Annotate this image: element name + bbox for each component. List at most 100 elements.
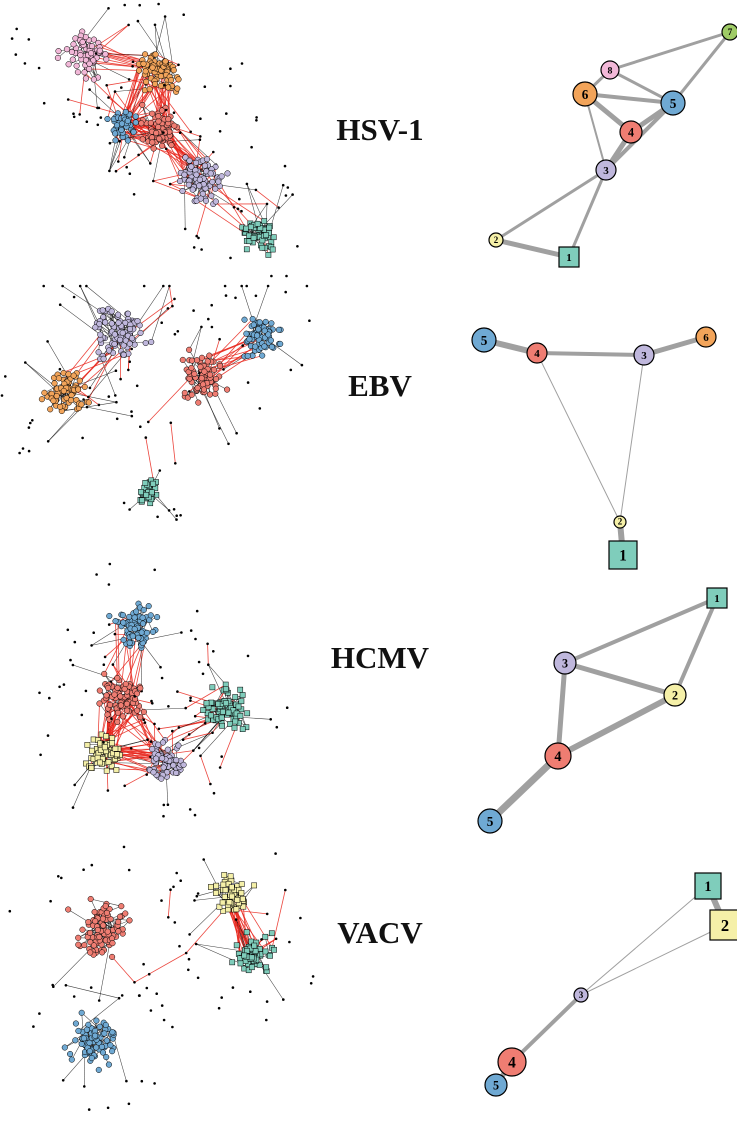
within-cluster-edge [81,1012,105,1034]
protein-node [88,43,96,50]
peripheral-node [218,337,221,341]
protein-node [131,614,138,621]
protein-node [139,136,146,143]
peripheral-node [169,888,172,891]
peripheral-node [158,469,162,472]
protein-node [54,54,61,61]
peripheral-node [144,436,148,439]
peripheral-node [160,1004,164,1007]
peripheral-node [194,942,198,946]
protein-node [168,142,175,149]
peripheral-node [82,398,85,401]
peripheral-node [285,706,289,709]
within-cluster-edge [246,183,270,234]
peripheral-node [197,236,200,240]
peripheral-node [189,629,193,632]
peripheral-node [119,377,122,381]
peripheral-node [58,685,61,689]
peripheral-node [83,1085,86,1088]
protein-node [145,603,152,610]
protein-node [108,763,115,769]
peripheral-node [117,996,121,1000]
peripheral-node [15,27,18,31]
between-cluster-edge [162,719,216,743]
peripheral-node [258,407,262,410]
peripheral-node [49,899,52,903]
protein-node [254,220,261,227]
peripheral-node [246,381,250,384]
protein-node [262,948,269,955]
between-cluster-edge [77,351,122,390]
within-cluster-edge [62,285,101,312]
protein-node [124,310,132,317]
between-cluster-edge [196,181,213,237]
peripheral-node [120,86,123,89]
meta-node-label: 7 [728,27,733,37]
protein-node [68,1056,75,1063]
protein-node [245,967,252,974]
meta-edge-1-3 [567,168,608,259]
peripheral-node [128,508,131,511]
protein-node [180,761,187,768]
protein-node [162,58,169,65]
protein-node [271,946,277,953]
protein-node [157,82,164,89]
protein-node [223,700,229,707]
protein-node [117,702,125,709]
peripheral-node [184,951,188,955]
protein-node [122,337,129,344]
peripheral-node [97,999,101,1002]
protein-node [115,928,122,935]
protein-node [244,947,250,954]
protein-node [216,903,223,910]
protein-node [237,686,244,693]
protein-node [262,933,269,940]
network-vacv [8,845,315,1111]
within-cluster-edge [188,326,202,350]
peripheral-node [167,509,171,512]
peripheral-node [265,1000,269,1003]
peripheral-node [238,197,241,201]
peripheral-node [136,19,140,23]
peripheral-node [157,2,160,6]
peripheral-node [127,78,131,81]
protein-node [103,692,110,699]
peripheral-node [107,7,110,10]
peripheral-node [284,888,287,892]
peripheral-node [198,371,201,375]
protein-node [57,403,64,410]
protein-node [254,332,261,339]
peripheral-node [21,447,25,450]
peripheral-node [42,284,45,288]
protein-node [81,942,88,949]
peripheral-node [198,138,202,141]
protein-node [155,123,162,131]
protein-node [103,56,110,63]
peripheral-node [157,727,161,731]
peripheral-node [164,147,168,151]
peripheral-node [206,642,209,646]
peripheral-node [217,1006,221,1010]
peripheral-node [138,3,141,7]
peripheral-node [178,131,182,134]
peripheral-node [164,108,168,112]
protein-node [124,117,131,125]
between-cluster-edge [148,378,190,423]
peripheral-node [123,156,126,159]
peripheral-node [102,663,106,666]
within-cluster-edge [157,732,213,757]
peripheral-node [153,23,157,27]
protein-node [142,339,149,347]
protein-node [150,480,156,487]
protein-node [104,928,111,935]
protein-node [103,733,109,740]
peripheral-node [38,1012,41,1015]
peripheral-node [171,304,174,308]
peripheral-node [149,162,152,165]
peripheral-node [142,718,145,722]
protein-node [103,767,110,774]
within-cluster-edge [86,285,129,321]
protein-node [202,197,210,204]
protein-node [268,343,275,350]
peripheral-node [94,52,98,55]
